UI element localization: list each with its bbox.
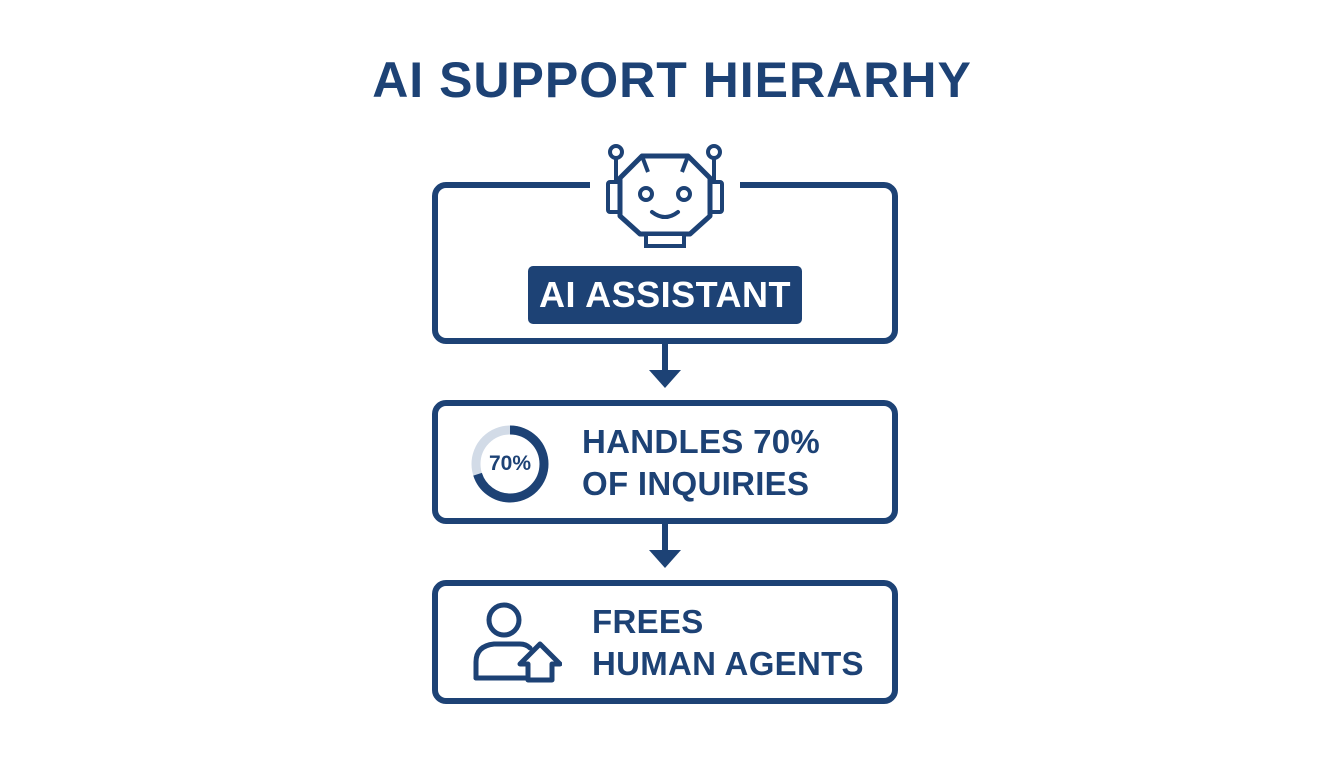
assistant-label: AI ASSISTANT: [528, 266, 802, 324]
arrow-down-icon: [649, 522, 681, 568]
handles-text: HANDLES 70% OF INQUIRIES: [582, 421, 820, 505]
progress-ring-icon: [471, 425, 549, 503]
frees-line-1: FREES: [592, 603, 704, 640]
user-upgrade-icon: [473, 602, 562, 683]
frees-text: FREES HUMAN AGENTS: [592, 601, 864, 685]
frees-line-2: HUMAN AGENTS: [592, 645, 864, 682]
arrow-down-icon: [649, 342, 681, 388]
handles-line-2: OF INQUIRIES: [582, 465, 810, 502]
robot-icon: [590, 138, 740, 250]
diagram-title: AI SUPPORT HIERARHY: [372, 52, 972, 108]
gauge-value: 70%: [488, 452, 532, 475]
handles-line-1: HANDLES 70%: [582, 423, 821, 460]
handles-node: [432, 400, 898, 524]
